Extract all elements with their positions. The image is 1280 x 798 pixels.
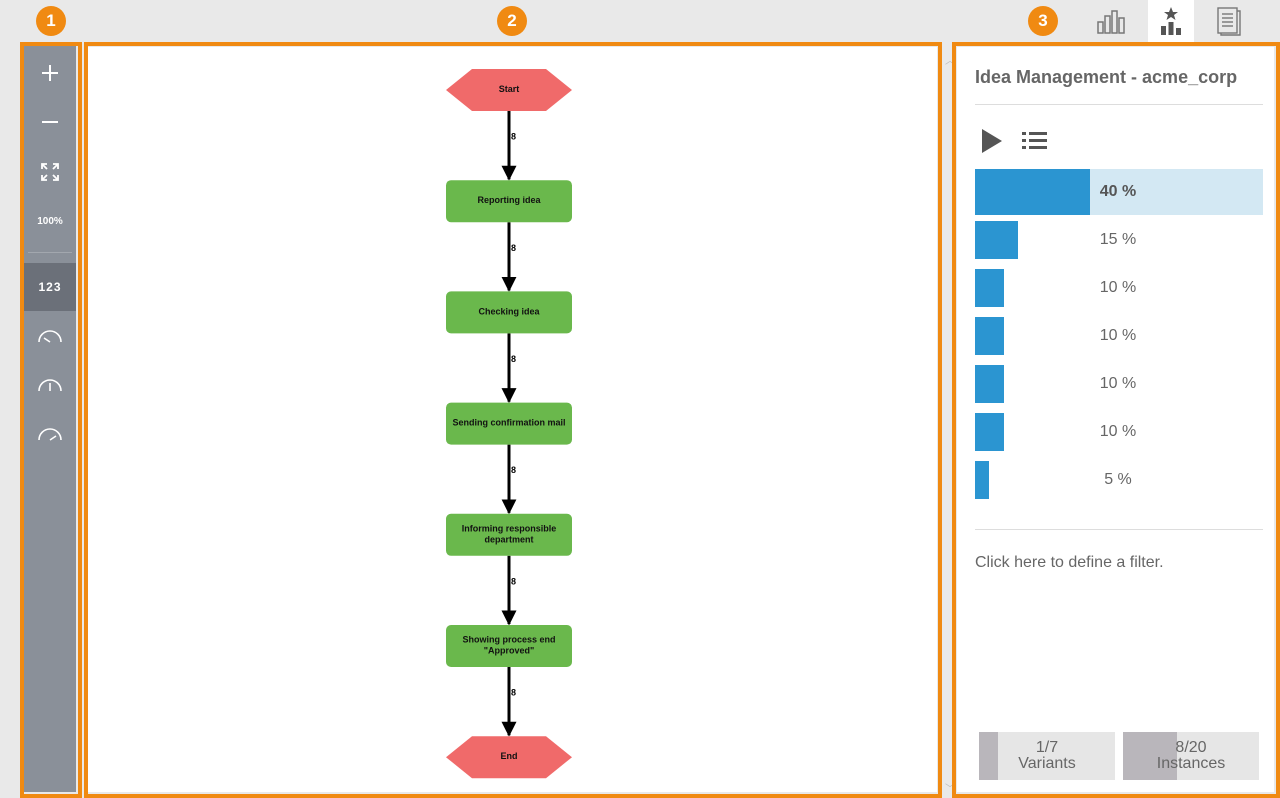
tab-statistics[interactable]	[1088, 0, 1134, 42]
zoom-level: 100%	[37, 215, 63, 227]
process-node-showing[interactable]: Showing process end"Approved"	[446, 625, 572, 667]
variants-counter[interactable]: 1/7 Variants	[979, 732, 1115, 780]
document-icon	[1217, 7, 1241, 36]
zoom-in-button[interactable]	[24, 51, 76, 95]
process-node-sending[interactable]: Sending confirmation mail	[446, 402, 572, 445]
divider	[975, 529, 1263, 530]
highlight-frame-panel	[952, 42, 1280, 798]
variant-row[interactable]: 10 %	[975, 361, 1263, 407]
speedometer-high-icon	[38, 428, 62, 441]
star-bar-chart-icon	[1161, 7, 1181, 35]
tab-variants[interactable]	[1148, 0, 1194, 42]
list-button[interactable]	[1021, 129, 1049, 153]
variant-bar	[975, 269, 1004, 307]
toolbar-separator	[28, 252, 72, 253]
variant-bar	[975, 169, 1090, 215]
edge-count-label: 8	[511, 354, 516, 364]
bar-chart-icon	[1097, 10, 1125, 34]
variants-panel: Idea Management - acme_corp 40 % 15 % 10 %…	[957, 47, 1274, 792]
variant-percent: 10 %	[1099, 375, 1137, 392]
variant-percent: 5 %	[1104, 471, 1132, 488]
zoom-out-button[interactable]	[24, 100, 76, 144]
variants-label: Variants	[1018, 755, 1076, 772]
variant-bar	[975, 317, 1004, 355]
node-label: department	[484, 534, 533, 544]
scroll-down-arrow[interactable]: ﹀	[945, 784, 955, 795]
variant-row[interactable]: 15 %	[975, 217, 1263, 263]
variant-bar	[975, 221, 1018, 259]
edge-count-label: 8	[511, 688, 516, 698]
variant-percent: 10 %	[1099, 423, 1137, 440]
variant-bar	[975, 365, 1004, 403]
variants-counter-fill	[979, 732, 998, 780]
callout-1: 1	[36, 6, 66, 36]
instances-counter-fill	[1123, 732, 1177, 780]
variant-bar	[975, 413, 1004, 451]
variant-row[interactable]: 10 %	[975, 313, 1263, 359]
callout-3: 3	[1028, 6, 1058, 36]
node-label: End	[501, 751, 518, 761]
callout-2: 2	[497, 6, 527, 36]
edge-count-label: 8	[511, 465, 516, 475]
process-node-reporting[interactable]: Reporting idea	[446, 180, 572, 223]
speedometer-mid-icon	[38, 379, 62, 392]
node-label: "Approved"	[484, 646, 535, 656]
edge-count-label: 8	[511, 243, 516, 253]
variant-percent: 40 %	[1099, 183, 1137, 200]
process-node-checking[interactable]: Checking idea	[446, 291, 572, 334]
minus-icon	[42, 121, 58, 123]
instances-counter[interactable]: 8/20 Instances	[1123, 732, 1259, 780]
speed-high-button[interactable]	[24, 412, 76, 456]
variants-count: 1/7	[1035, 739, 1059, 756]
speed-mid-button[interactable]	[24, 363, 76, 407]
variant-percent: 10 %	[1099, 327, 1137, 344]
node-label: Sending confirmation mail	[452, 418, 565, 428]
instances-label: Instances	[1156, 755, 1226, 772]
variant-bar	[975, 461, 989, 499]
edge-count-label: 8	[511, 576, 516, 586]
zoom-level-button[interactable]: 100%	[24, 199, 76, 243]
zoom-toolbar: 100% 123	[24, 46, 76, 792]
speed-low-button[interactable]	[24, 314, 76, 358]
play-icon	[982, 129, 1002, 153]
variant-percent: 15 %	[1099, 231, 1137, 248]
node-label: Informing responsible	[462, 523, 557, 533]
divider	[975, 104, 1263, 105]
define-filter-link[interactable]: Click here to define a filter.	[975, 554, 1164, 571]
play-button[interactable]	[979, 127, 1005, 155]
variant-row[interactable]: 10 %	[975, 265, 1263, 311]
node-label: Showing process end	[462, 635, 555, 645]
node-label: Checking idea	[478, 306, 540, 316]
node-label: Start	[499, 84, 520, 94]
numbers-label: 123	[38, 280, 62, 294]
variant-row[interactable]: 40 %	[975, 169, 1263, 215]
variant-row[interactable]: 10 %	[975, 409, 1263, 455]
variant-percent: 10 %	[1099, 279, 1137, 296]
fit-screen-icon	[41, 163, 59, 181]
scroll-up-arrow[interactable]: ︿	[945, 56, 955, 67]
highlight-frame-canvas	[84, 42, 942, 798]
process-node-start[interactable]: Start	[446, 69, 572, 111]
list-icon	[1022, 132, 1047, 149]
variant-row[interactable]: 5 %	[975, 457, 1263, 503]
show-numbers-button[interactable]: 123	[24, 263, 76, 311]
edge-count-label: 8	[511, 132, 516, 142]
panel-title: Idea Management - acme_corp	[975, 67, 1238, 87]
tab-document[interactable]	[1206, 0, 1252, 42]
speedometer-low-icon	[38, 330, 62, 343]
process-node-end[interactable]: End	[446, 736, 572, 779]
fit-screen-button[interactable]	[24, 150, 76, 194]
plus-icon	[42, 65, 58, 81]
node-label: Reporting idea	[477, 195, 541, 205]
instances-count: 8/20	[1175, 739, 1207, 756]
highlight-frame-toolbar	[20, 42, 82, 798]
